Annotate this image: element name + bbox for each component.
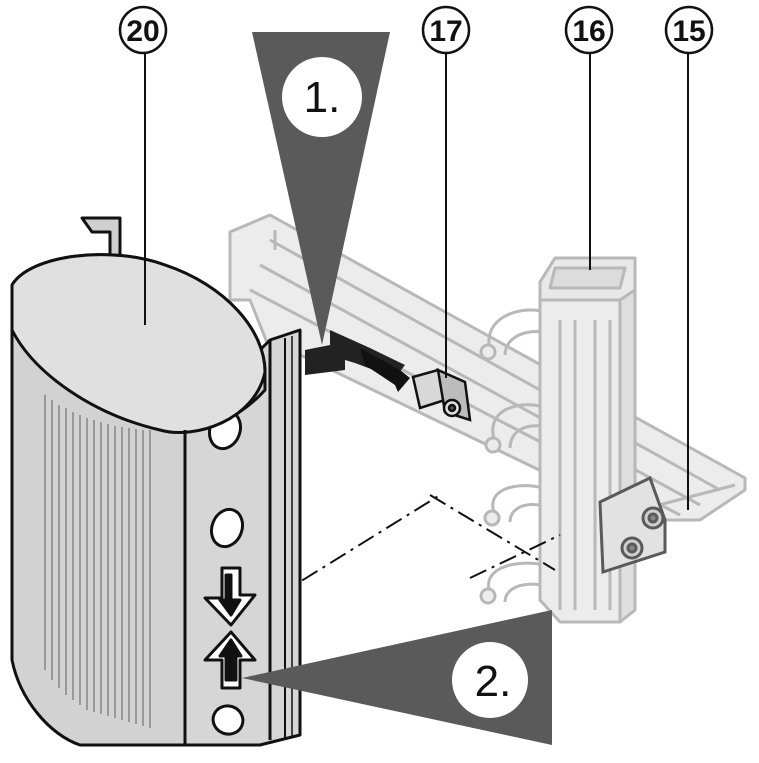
step-2-badge [452, 642, 528, 718]
callout-16: 16 [564, 5, 614, 55]
insert-arrow [305, 330, 410, 392]
callout-15: 15 [664, 5, 714, 55]
step-1-label: 1. [304, 73, 341, 122]
callout-15-label: 15 [672, 15, 705, 48]
step-2-indicator: 2. [242, 610, 552, 745]
ribbed-surface [44, 395, 151, 728]
press-arrows [203, 566, 257, 690]
callout-17-label: 17 [429, 15, 462, 48]
leader-lines [144, 52, 689, 510]
vertical-post [538, 256, 637, 624]
rail-hole [209, 507, 245, 549]
callout-17: 17 [421, 5, 471, 55]
cable-loops [479, 308, 567, 605]
callout-16-label: 16 [572, 15, 605, 48]
step-1-badge [282, 57, 362, 137]
mounting-clip [411, 367, 472, 422]
bolted-bracket [598, 475, 667, 575]
callout-20: 20 [118, 5, 168, 55]
step-1-indicator: 1. [252, 32, 390, 345]
rail-hole [211, 704, 245, 736]
callout-20-label: 20 [126, 15, 159, 48]
housing-unit [10, 216, 302, 747]
rail-assembly [189, 213, 747, 651]
step-2-label: 2. [475, 657, 512, 706]
